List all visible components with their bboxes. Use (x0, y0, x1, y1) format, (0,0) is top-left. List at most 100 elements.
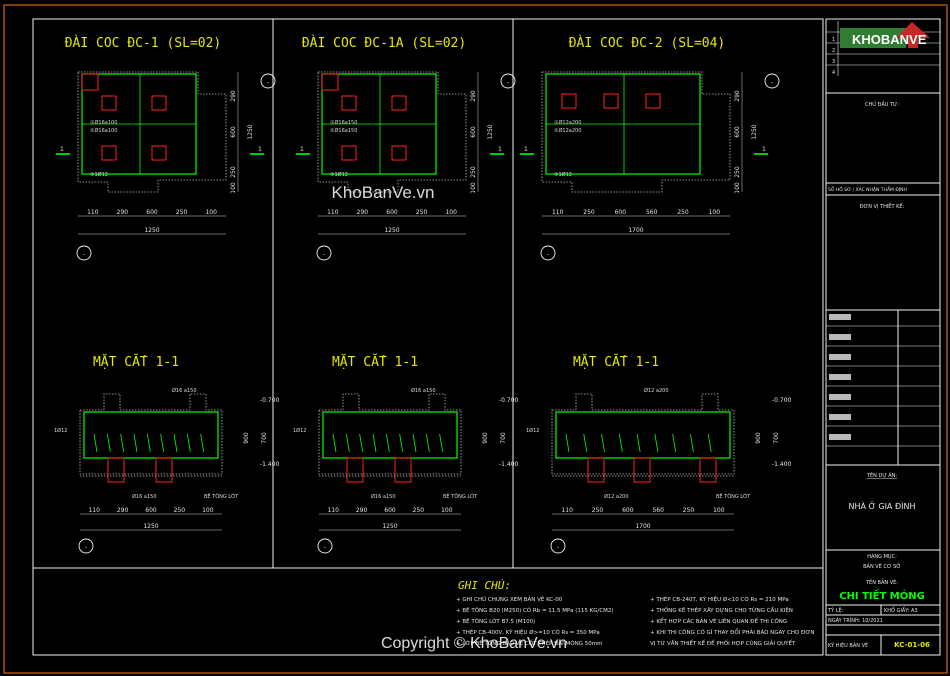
pile-section (587, 457, 605, 483)
revision-number: 4 (832, 70, 835, 76)
dim-value: 100 (470, 182, 477, 194)
rebar-hook (618, 433, 623, 453)
signature-mark (829, 394, 851, 400)
rebar-hook (359, 433, 364, 453)
note-line: + KẾT HỢP CÁC BẢN VẼ LIÊN QUAN ĐỂ THI CÔ… (650, 617, 787, 625)
dim-value: 250 (583, 209, 595, 216)
section-number: 1 (60, 146, 64, 153)
category-label: HẠNG MỤC: (867, 554, 897, 560)
rebar-hook (565, 433, 570, 453)
signature-mark (829, 414, 851, 420)
bar-label: ③1Ø12 (554, 171, 572, 178)
drawing-frame (32, 18, 824, 656)
pile-section (394, 457, 412, 483)
dim-value: 290 (230, 90, 237, 102)
note-line: + GHI CHÚ CHUNG XEM BẢN VẼ KC-00 (456, 595, 563, 603)
dim-value: 290 (117, 209, 129, 216)
pile (391, 145, 407, 161)
logo-watermark: KHOBANVE (840, 22, 930, 48)
rebar-hook (372, 433, 377, 453)
dim-value: 900 (243, 432, 250, 444)
dim-value: 100 (202, 507, 214, 514)
dim-value: 110 (327, 209, 339, 216)
signature-mark (829, 374, 851, 380)
dim-value: 290 (117, 507, 129, 514)
axis-bubble (76, 245, 92, 261)
project-name: NHÀ Ở GIA ĐÌNH (849, 500, 916, 511)
section-slab (83, 411, 219, 459)
dim-value: 900 (482, 432, 489, 444)
dim-value: 110 (552, 209, 564, 216)
sheet-border (3, 4, 948, 674)
side-bar-label: 1Ø12 (526, 427, 539, 434)
section-outline (318, 393, 462, 475)
notes-heading: GHI CHÚ: (458, 579, 511, 592)
pile-hatch (81, 73, 99, 91)
foundation-plans: ĐÀI COC ĐC-1 (SL=02)①Ø16a100②Ø16a100③1Ø1… (56, 35, 780, 261)
section-slab (555, 411, 731, 459)
dim-value: 600 (146, 209, 158, 216)
category-value: BẢN VẼ CƠ SỞ (863, 562, 901, 570)
bottom-bar-label: Ø12 a200 (604, 493, 629, 500)
signature-mark (829, 314, 851, 320)
note-line: + THỐNG KÊ THÉP XÂY DỰNG CHO TỪNG CẤU KI… (650, 606, 793, 614)
bar-label: ③1Ø12 (90, 171, 108, 178)
rebar-hook (120, 433, 125, 453)
plan-title: ĐÀI COC ĐC-1 (SL=02) (65, 35, 222, 51)
top-bar-label: Ø16 a150 (411, 387, 436, 394)
dim-value: 100 (713, 507, 725, 514)
signature-mark (829, 334, 851, 340)
copyright-watermark: Copyright © KhoBanVe.vn (381, 635, 567, 652)
sheet-label: KÝ HIỆU BẢN VẼ (828, 641, 868, 649)
note-line: VỊ TƯ VẤN THIẾT KẾ ĐỂ PHỐI HỢP CÙNG GIẢI… (650, 639, 796, 647)
section-outline (551, 393, 735, 475)
note-line: + THÉP CB-240T, KÝ HIỆU Ø<10 CÓ Rs = 210… (650, 595, 789, 603)
dim-value: 110 (327, 507, 339, 514)
dim-total: 1250 (143, 523, 158, 530)
center-watermark: KhoBanVe.vn (331, 183, 434, 202)
section-number: 1 (300, 146, 304, 153)
pile (101, 95, 117, 111)
section-outline (79, 393, 223, 475)
dim-value: 100 (205, 209, 217, 216)
rebar-hook (186, 433, 191, 453)
axis-bubble (500, 73, 516, 89)
dim-value: 1250 (751, 124, 758, 139)
level-top: -0.700 (772, 397, 792, 404)
dim-value: 560 (646, 209, 658, 216)
pile (603, 93, 619, 109)
plan-view: ĐÀI COC ĐC-2 (SL=04)①Ø12a200②Ø12a200③1Ø1… (520, 35, 780, 261)
section-number: 1 (258, 146, 262, 153)
bar-label: ③1Ø12 (330, 171, 348, 178)
pile (151, 145, 167, 161)
section-number: 1 (524, 146, 528, 153)
note-line: + KHI THI CÔNG CÓ GÌ THAY ĐỔI PHẢI BÁO N… (650, 628, 814, 636)
rebar-hook (385, 433, 390, 453)
dim-value: 100 (709, 209, 721, 216)
revision-number: 2 (832, 48, 835, 54)
logo-text: KHOBANVE (852, 32, 927, 47)
project-label: TÊN DỰ ÁN: (866, 471, 897, 479)
axis-bubble (550, 538, 566, 554)
scale-label: TỶ LỆ: (827, 606, 844, 614)
dim-value: 600 (622, 507, 634, 514)
bar-label: ②Ø12a200 (554, 127, 581, 134)
plan-view: ĐÀI COC ĐC-1A (SL=02)①Ø16a150②Ø16a150③1Ø… (296, 35, 516, 261)
rebar-hook (425, 433, 430, 453)
pile-section (155, 457, 173, 483)
level-bottom: -1.400 (260, 461, 280, 468)
axis-label: - (557, 544, 559, 551)
section-slab (322, 411, 458, 459)
section-title: MẶT CẮT 1-1 (93, 354, 179, 370)
top-bar-label: Ø16 a150 (172, 387, 197, 394)
plan-title: ĐÀI COC ĐC-1A (SL=02) (302, 35, 466, 51)
general-notes: GHI CHÚ: + GHI CHÚ CHUNG XEM BẢN VẼ KC-0… (456, 579, 814, 647)
dim-value: 600 (145, 507, 157, 514)
bar-label: ②Ø16a150 (330, 127, 357, 134)
note-line: + BÊ TÔNG B20 (M250) CÓ Rb = 11.5 MPa (1… (456, 606, 614, 614)
dim-value: 250 (683, 507, 695, 514)
axis-label: - (324, 544, 326, 551)
dim-total: 1700 (635, 523, 650, 530)
